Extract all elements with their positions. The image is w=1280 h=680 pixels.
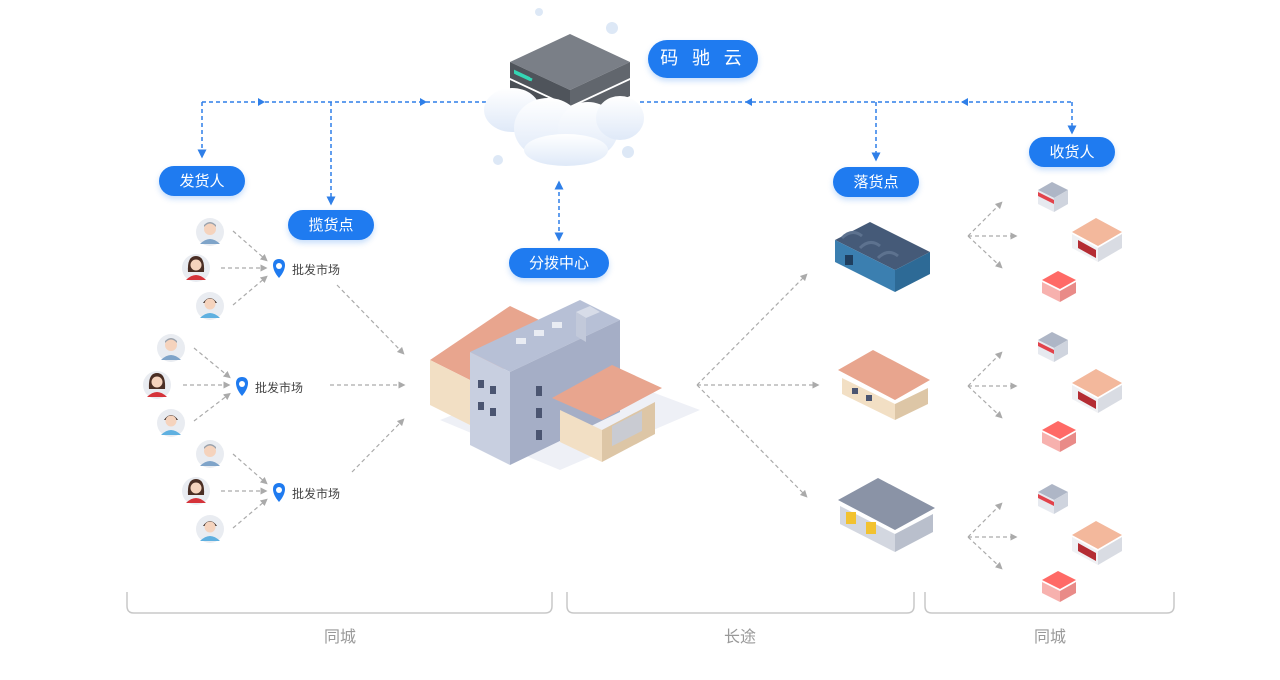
avatar-female-3-icon: [182, 477, 210, 505]
location-pin-icon: [273, 483, 285, 502]
store-icon: [1072, 521, 1122, 565]
node-hub: 分拨中心: [509, 248, 609, 278]
shop-icon: [1038, 484, 1068, 514]
avatar-male-5-icon: [196, 440, 224, 468]
blue-connectors: [197, 101, 1077, 242]
market-label-3: 批发市场: [292, 487, 341, 501]
gray-arrows-left: [183, 230, 406, 529]
node-sender: 发货人: [159, 166, 245, 196]
location-pins: [236, 259, 285, 502]
location-pin-icon: [236, 377, 248, 396]
warehouse-beige-icon: [838, 350, 930, 420]
location-pin-icon: [273, 259, 285, 278]
region-label-local-left: 同城: [323, 627, 356, 646]
receiver-shops: [1038, 182, 1122, 602]
avatar-male-1-icon: [196, 218, 224, 246]
sender-avatars: [143, 218, 224, 543]
avatar-female-1-icon: [182, 254, 210, 282]
warehouse-grey-icon: [838, 478, 935, 552]
region-label-local-right: 同城: [1033, 627, 1066, 646]
market-label-1: 批发市场: [292, 263, 341, 277]
store-icon: [1072, 369, 1122, 413]
hub-building-icon: [430, 300, 700, 470]
node-receiver: 收货人: [1029, 137, 1115, 167]
store-icon: [1072, 218, 1122, 262]
region-brackets: [126, 592, 1175, 614]
avatar-male-6-icon: [196, 515, 224, 543]
avatar-female-2-icon: [143, 371, 171, 399]
kiosk-icon: [1042, 421, 1076, 452]
market-label-2: 批发市场: [255, 381, 304, 395]
avatar-male-3-icon: [157, 334, 185, 362]
avatar-male-4-icon: [157, 409, 185, 437]
node-drop: 落货点: [833, 167, 919, 197]
avatar-male-2-icon: [196, 292, 224, 320]
cloud-label: 码 驰 云: [648, 40, 758, 78]
node-pickup: 揽货点: [288, 210, 374, 240]
kiosk-icon: [1042, 271, 1076, 302]
shop-icon: [1038, 332, 1068, 362]
warehouse-blue-icon: [835, 222, 930, 292]
gray-arrows-right: [696, 201, 1018, 570]
kiosk-icon: [1042, 571, 1076, 602]
blue-arrowheads: [258, 98, 968, 106]
cloud-server-icon: [484, 8, 644, 166]
shop-icon: [1038, 182, 1068, 212]
region-label-longhaul: 长途: [723, 627, 756, 646]
